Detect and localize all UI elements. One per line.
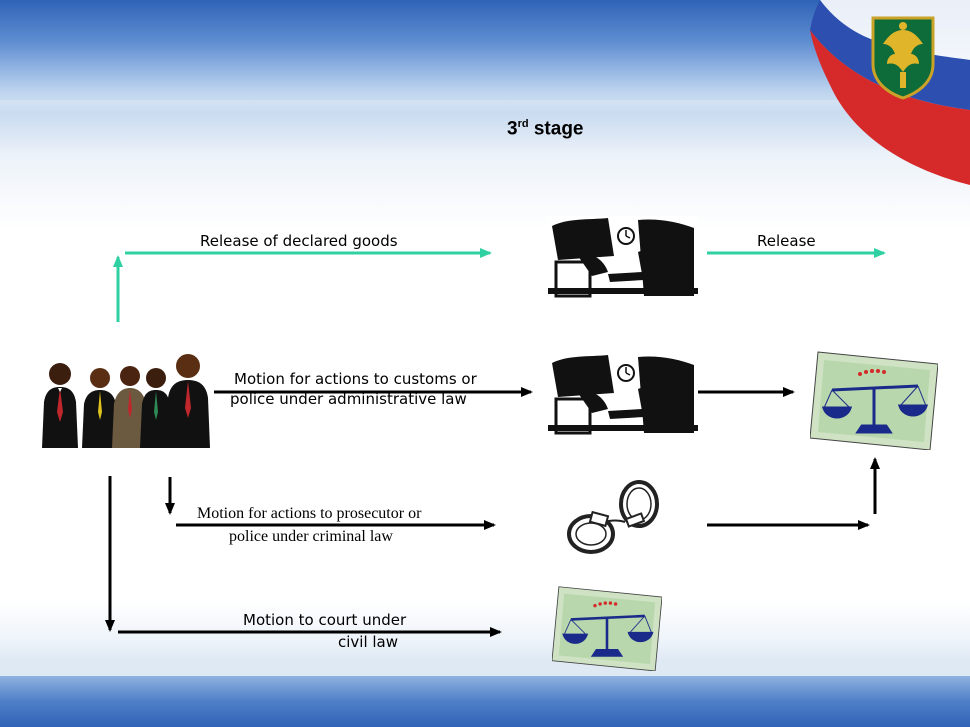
footer-band	[0, 676, 970, 727]
customs-officer-icon	[548, 216, 698, 300]
label-motion-admin-1: Motion for actions to customs or	[234, 370, 477, 388]
header-band	[0, 0, 970, 100]
customs-officer-icon	[548, 353, 698, 437]
handcuffs-icon	[567, 480, 659, 554]
business-people-icon	[42, 354, 210, 448]
label-motion-civil-1: Motion to court under	[243, 611, 407, 629]
header-glow	[0, 85, 970, 155]
label-motion-criminal-1: Motion for actions to prosecutor or	[197, 505, 422, 522]
slide-title: 3rd stage	[507, 118, 584, 140]
scales-of-justice-icon	[810, 351, 938, 450]
label-motion-admin-2: police under administrative law	[230, 390, 467, 408]
label-release: Release	[757, 232, 816, 250]
scales-of-justice-icon	[552, 586, 662, 671]
emblem-icon	[871, 16, 935, 100]
label-motion-criminal-2: police under criminal law	[229, 528, 393, 545]
label-motion-civil-2: civil law	[338, 633, 399, 651]
label-release-declared: Release of declared goods	[200, 232, 398, 250]
